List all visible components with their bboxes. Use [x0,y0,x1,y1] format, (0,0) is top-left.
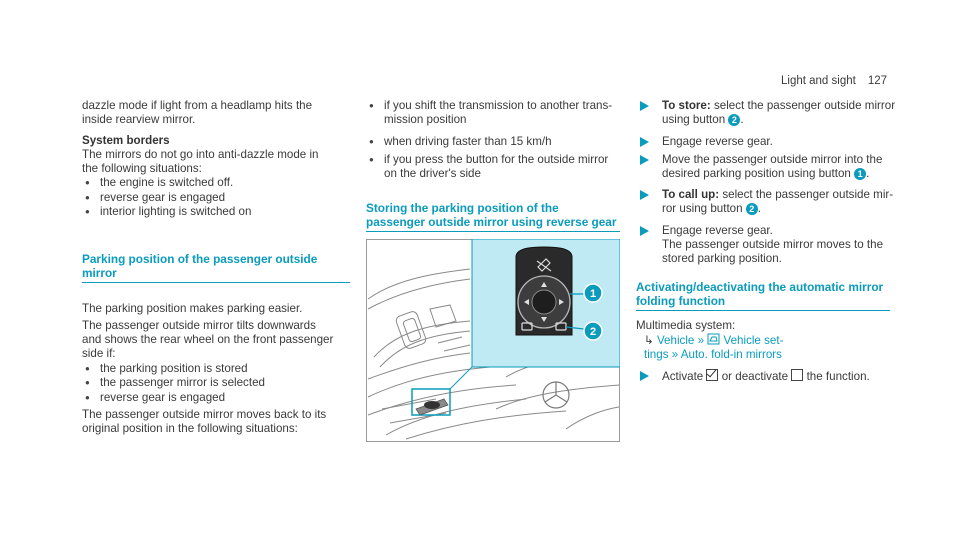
item-line: on the driver's side [384,167,481,181]
menu-auto-fold: Auto. fold-in mirrors [680,348,782,362]
parking-p2-line-3: side if: [82,347,116,360]
storing-heading-line-1: Storing the parking position of the [366,201,559,215]
page-header: Light and sight 127 [769,74,887,88]
multimedia-label: Multimedia system: [636,319,736,332]
borders-item: reverse gear is engaged [82,191,225,205]
callout-2-label: 2 [590,326,596,338]
parking-heading-line-2: mirror [82,266,117,281]
intro-line-1: dazzle mode if light from a headlamp hit… [82,99,313,112]
menu-path: ↳ Vehicle » Vehicle set- tings » Auto. f… [636,333,890,362]
callout-2: 2 [583,321,603,341]
parking-p3-line-2: original position in the following situa… [82,422,298,435]
parking-p2-line-2: and shows the rear wheel on the front pa… [82,333,334,346]
step-text: Activate [662,370,704,383]
parking-heading: Parking position of the passenger outsid… [82,252,350,284]
step-engage-reverse-2: Engage reverse gear. The passenger outsi… [636,224,916,267]
step-arrow-icon [640,226,649,236]
parking-item: the passenger mirror is selected [82,376,265,390]
callout-1: 1 [583,283,603,303]
checkbox-unchecked-icon [791,369,804,381]
storing-heading-line-2: passenger outside mirror using reverse g… [366,215,617,230]
step-move-mirror: Move the passenger outside mirror into t… [636,153,916,181]
step-text: the function. [806,370,870,383]
section-title: Light and sight [781,75,856,87]
step-text: stored parking position. [662,252,782,266]
leader-line [449,366,473,390]
fold-mirror-icon [536,258,552,272]
menu-vehicle-settings: Vehicle set- [723,334,784,347]
parking-p2-line-1: The passenger outside mirror tilts downw… [82,319,316,332]
button-2-badge: 2 [745,203,758,216]
step-arrow-icon [640,137,649,147]
step-text: desired parking position using button [662,167,851,181]
step-arrow-icon [640,101,649,111]
step-text: select the passenger outside mir- [722,188,894,201]
fold-heading-line-1: Activating/deactivating the automatic mi… [636,280,884,294]
step-text: using button [662,113,726,127]
page-number: 127 [867,75,887,87]
door-switch-highlight [411,388,451,416]
menu-chevron-icon: » [697,334,705,347]
callout-line-2 [565,326,585,330]
right-mirror-icon [555,322,567,331]
menu-vehicle: Vehicle [656,334,695,347]
step-label: To call up: [662,188,720,201]
borders-item: the engine is switched off. [82,176,233,190]
parking-heading-line-1: Parking position of the passenger outsid… [82,252,318,266]
item-line: if you press the button for the outside … [384,153,609,166]
step-store: To store: select the passenger outside m… [636,99,916,127]
step-text: The passenger outside mirror moves to th… [662,238,884,252]
step-text: Engage reverse gear. [662,224,773,237]
checkbox-checked-icon [706,369,719,381]
step-call-up: To call up: select the passenger outside… [636,188,916,216]
step-arrow-icon [640,155,649,165]
borders-item: when driving faster than 15 km/h [366,135,552,149]
borders-item: interior lighting is switched on [82,205,251,219]
step-text: Engage reverse gear. [662,135,773,148]
button-2-badge: 2 [728,114,741,127]
menu-chevron-icon: » [671,348,679,362]
storing-heading: Storing the parking position of the pass… [366,201,620,233]
intro-line-2: inside rearview mirror. [82,113,196,126]
mirror-control-unit [515,246,573,336]
button-1-badge: 1 [854,168,867,181]
mirror-controls-illustration: 1 2 [366,239,620,442]
borders-item: if you shift the transmission to another… [366,99,612,127]
step-activate: Activate or deactivate the function. [636,369,916,384]
mercedes-star-icon [542,381,570,409]
left-mirror-icon [521,322,533,331]
parking-item: the parking position is stored [82,362,248,376]
borders-text-1: The mirrors do not go into anti-dazzle m… [82,148,319,161]
step-label: To store: [662,99,711,112]
step-text: ror using button [662,202,743,216]
menu-vehicle-settings-cont: tings [644,348,669,362]
step-arrow-icon [640,190,649,200]
car-settings-icon [707,333,720,345]
parking-p3-line-1: The passenger outside mirror moves back … [82,408,327,421]
callout-1-label: 1 [590,288,596,300]
item-line: if you shift the transmission to another… [384,99,613,112]
step-engage-reverse: Engage reverse gear. [636,135,916,149]
borders-title: System borders [82,134,170,147]
step-text: select the passenger outside mirror [713,99,896,112]
parking-item: reverse gear is engaged [82,391,225,405]
menu-start-arrow-icon: ↳ [644,334,654,347]
parking-p1: The parking position makes parking easie… [82,302,303,315]
item-line: mission position [384,113,467,127]
fold-heading: Activating/deactivating the automatic mi… [636,280,890,312]
borders-item: if you press the button for the outside … [366,153,608,181]
fold-heading-line-2: folding function [636,294,726,309]
borders-text-2: the following situations: [82,162,202,175]
step-text: Move the passenger outside mirror into t… [662,153,883,166]
step-text: or deactivate [721,370,789,383]
step-arrow-icon [640,371,649,381]
